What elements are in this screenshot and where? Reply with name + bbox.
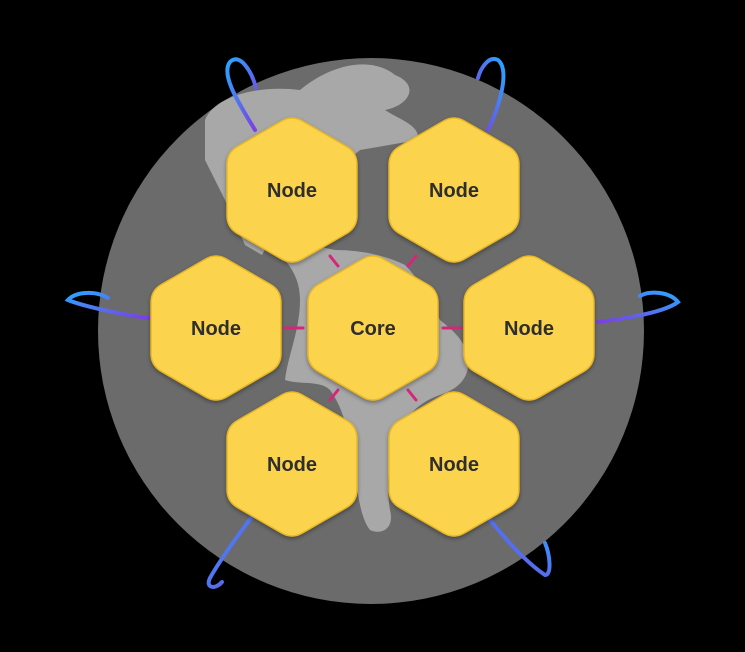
node-hexagon-right: Node <box>463 255 595 401</box>
node-hexagon-top-left-shape <box>226 117 358 263</box>
orbit-arc-top-left <box>225 57 258 132</box>
orbit-arc-left <box>64 291 152 320</box>
node-hexagon-top-left: Node <box>226 117 358 263</box>
orbit-arc-right <box>596 290 681 324</box>
node-hexagon-bottom-right: Node <box>388 391 520 537</box>
connectors <box>283 254 463 402</box>
orbit-arcs <box>64 57 681 589</box>
node-hexagon-right-label: Node <box>504 318 554 340</box>
core-hexagon-shape <box>307 255 439 401</box>
node-hexagon-bottom-right-shape <box>388 391 520 537</box>
node-hexagon-bottom-left-label: Node <box>267 454 317 476</box>
node-hexagon-right-shape <box>463 255 595 401</box>
node-hexagon-top-right: Node <box>388 117 520 263</box>
core-hexagon: Core <box>307 255 439 401</box>
orbit-arc-bottom-right <box>488 518 552 578</box>
node-hexagon-left-label: Node <box>191 318 241 340</box>
core-hexagon-label: Core <box>350 318 396 340</box>
orbit-arc-top-right <box>476 57 506 132</box>
connector-core-bottom-right <box>406 388 418 402</box>
node-hexagon-left: Node <box>150 255 282 401</box>
node-hexagon-left-shape <box>150 255 282 401</box>
node-hexagon-bottom-right-label: Node <box>429 454 479 476</box>
node-hexagon-bottom-left-shape <box>226 391 358 537</box>
node-hexagon-top-left-label: Node <box>267 180 317 202</box>
node-hexagon-bottom-left: Node <box>226 391 358 537</box>
connector-core-bottom-left <box>328 388 340 402</box>
connector-core-top-left <box>328 254 340 268</box>
node-hexagon-top-right-label: Node <box>429 180 479 202</box>
orbit-arc-bottom-left <box>206 498 267 589</box>
node-hexagon-top-right-shape <box>388 117 520 263</box>
connector-core-top-right <box>406 254 418 268</box>
